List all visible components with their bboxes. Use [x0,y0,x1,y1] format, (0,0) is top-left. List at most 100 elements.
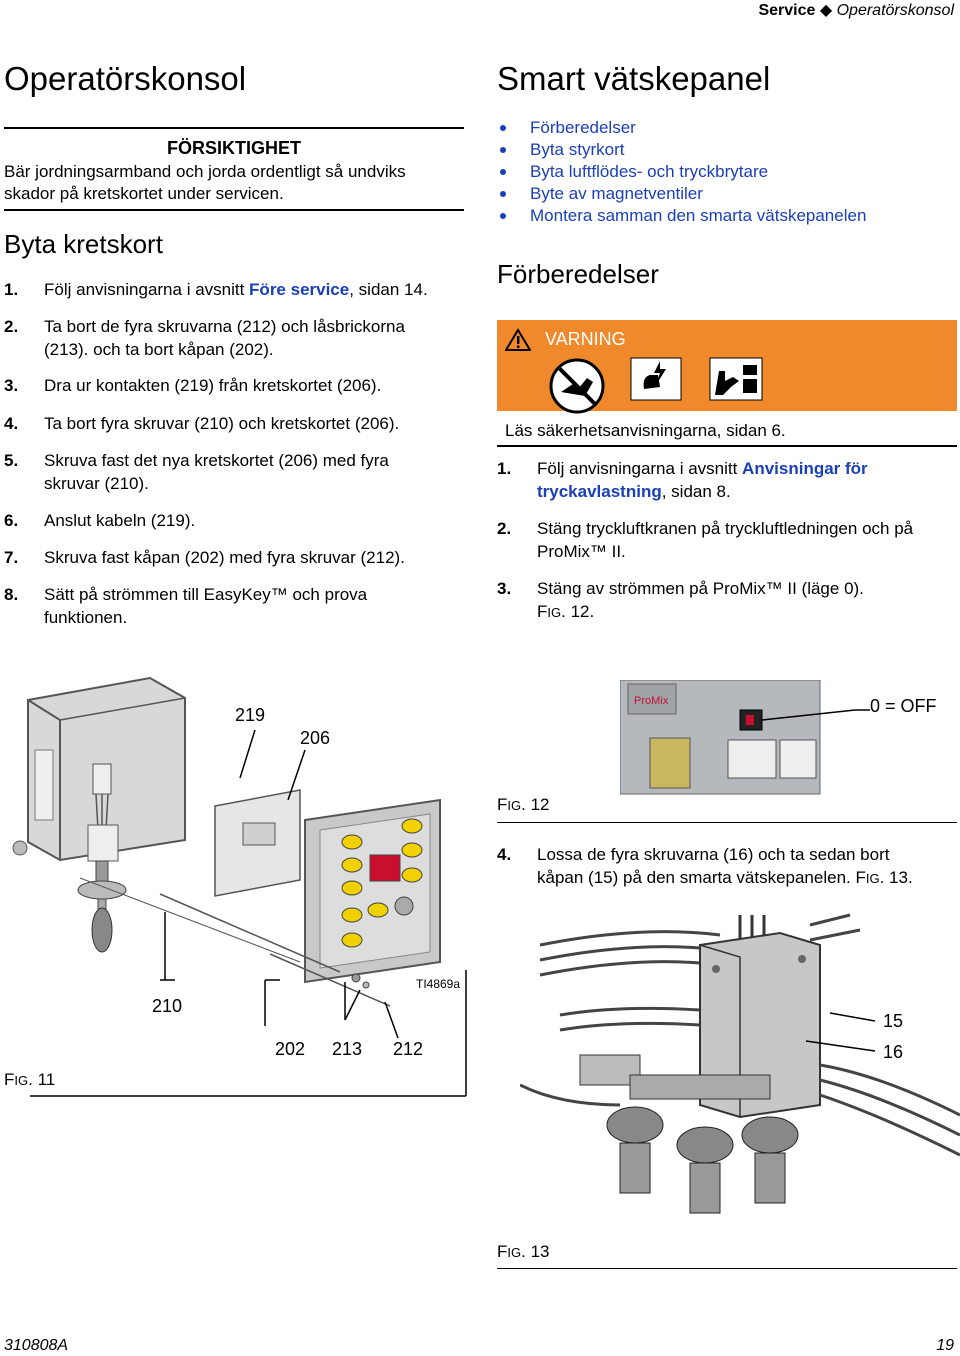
topic-link[interactable]: Förberedelser [497,117,957,139]
topic-link[interactable]: Byta luftflödes- och tryckbrytare [497,161,957,183]
fig-11-label: FIG. 11 [4,1070,55,1090]
no-hand-icon [549,358,605,414]
step-2: 2. Ta bort de fyra skruvarna (212) och l… [4,315,464,363]
step-line: Skruva fast det nya kretskortet (206) me… [44,451,389,470]
step-number: 2. [497,519,512,538]
step-text: Följ anvisningarna i avsnitt Före servic… [44,278,428,301]
step-line: Lossa de fyra skruvarna (16) och ta seda… [537,845,890,864]
warning-text: Läs säkerhetsanvisningarna, sidan 6. [505,421,786,440]
link-fore-service[interactable]: Före service [249,280,350,299]
step-text: Ta bort fyra skruvar (210) och kretskort… [44,414,400,433]
step-line: ProMix™ II. [537,542,626,561]
right-step-1: 1. Följ anvisningarna i avsnitt Anvisnin… [497,457,957,505]
topic-link[interactable]: Montera samman den smarta vätskepanelen [497,205,957,227]
step-number: 7. [4,548,19,567]
right-step-4: 4. Lossa de fyra skruvarna (16) och ta s… [497,843,957,891]
step-number: 8. [4,585,19,604]
step-text: Dra ur kontakten (219) från kretskortet … [44,376,382,395]
step-number: 4. [4,414,19,433]
promix-power-switch-illustration: ProMix [619,679,870,795]
step-8: 8. Sätt på strömmen till EasyKey™ och pr… [4,583,464,631]
step-text-part: , sidan 8. [661,482,731,501]
fig-ref: IG [547,605,562,620]
divider [497,822,957,823]
page-header: Service ◆ Operatörskonsol [758,0,954,20]
warning-title: VARNING [545,329,626,349]
step-line: funktionen. [44,608,128,627]
caution-title: FÖRSIKTIGHET [167,138,301,158]
fig-label-part: F [4,1070,15,1089]
warning-box: VARNING [497,320,957,414]
step-5: 5. Skruva fast det nya kretskortet (206)… [4,449,464,497]
step-text: Lossa de fyra skruvarna (16) och ta seda… [537,843,913,890]
fig-label-part: . 11 [28,1070,56,1089]
step-text-part: Följ anvisningarna i avsnitt [44,280,250,299]
topic-list: Förberedelser Byta styrkort Byta luftflö… [497,117,957,227]
step-text: Stäng tryckluftkranen på tryckluftlednin… [537,517,913,563]
fig-label-part: IG [507,798,522,813]
callout-212: 212 [393,1039,424,1059]
caution-line: Bär jordningsarmband och jorda ordentlig… [4,162,406,181]
step-text: Stäng av strömmen på ProMix™ II (läge 0)… [537,577,864,624]
step-text: Ta bort de fyra skruvarna (212) och låsb… [44,315,405,361]
step-text-part: kåpan (15) på den smarta vätskepanelen. … [537,868,866,887]
callout-213: 213 [332,1039,363,1059]
step-line: Stäng tryckluftkranen på tryckluftlednin… [537,519,914,538]
svg-text:ProMix: ProMix [634,695,669,707]
fig-label-part: IG [507,1245,522,1260]
caution-line: skador på kretskortet under servicen. [4,184,284,203]
step-text: Anslut kabeln (219). [44,511,196,530]
step-text: Skruva fast kåpan (202) med fyra skruvar… [44,548,405,567]
callout-15: 15 [883,1011,904,1031]
subsection-title: Förberedelser [497,259,659,289]
step-text: Följ anvisningarna i avsnitt Anvisningar… [537,457,868,503]
step-number: 1. [497,459,512,478]
step-3: 3. Dra ur kontakten (219) från kretskort… [4,374,464,398]
fig-label-part: . 13 [521,1242,550,1261]
callout-219: 219 [235,705,266,725]
step-1: 1. Följ anvisningarna i avsnitt Före ser… [4,278,464,302]
caution-text: Bär jordningsarmband och jorda ordentlig… [4,161,464,205]
page-number: 19 [936,1337,954,1354]
step-number: 3. [4,376,19,395]
callout-210: 210 [152,996,183,1016]
circuit-board-illustration [12,676,467,1097]
step-text-part: Följ anvisningarna i avsnitt [537,459,743,478]
topic-link[interactable]: Byte av magnetventiler [497,183,957,205]
fig-label-part: . 12 [521,795,550,814]
figure-11 [0,660,480,1100]
fig-12-label: FIG. 12 [497,795,549,815]
section-title: Byta kretskort [4,229,163,259]
diamond-icon: ◆ [819,2,833,19]
link-tryckavlastning[interactable]: tryckavlastning [537,482,662,501]
callout-206: 206 [300,728,331,748]
ti-number: TI4869a [416,977,461,991]
fig-ref: F [537,602,548,621]
step-number: 2. [4,317,19,336]
electric-shock-icon [630,357,682,401]
callout-0-off: 0 = OFF [870,696,937,716]
step-line: Sätt på strömmen till EasyKey™ och prova [44,585,368,604]
section-title-smart: Smart vätskepanel [497,60,771,97]
page-title: Operatörskonsol [4,60,247,97]
fig-label-part: F [497,1242,508,1261]
right-step-2: 2. Stäng tryckluftkranen på tryckluftled… [497,517,957,565]
fig-label-part: F [497,795,508,814]
fig-ref: . 12. [561,602,595,621]
caution-box: FÖRSIKTIGHET Bär jordningsarmband och jo… [4,127,464,211]
fig-ref: IG [865,871,880,886]
step-number: 1. [4,280,19,299]
step-line: Ta bort de fyra skruvarna (212) och låsb… [44,317,405,336]
fig-ref: . 13. [879,868,913,887]
step-number: 4. [497,845,512,864]
link-tryckavlastning[interactable]: Anvisningar för [742,459,868,478]
step-number: 5. [4,451,19,470]
topic-link[interactable]: Byta styrkort [497,139,957,161]
step-line: Stäng av strömmen på ProMix™ II (läge 0)… [537,579,864,598]
step-text-part: , sidan 14. [349,280,428,299]
header-subsection: Operatörskonsol [836,2,954,19]
fig-13-label: FIG. 13 [497,1242,549,1262]
right-step-3: 3. Stäng av strömmen på ProMix™ II (läge… [497,577,957,625]
step-number: 6. [4,511,19,530]
step-line: (213). och ta bort kåpan (202). [44,340,274,359]
